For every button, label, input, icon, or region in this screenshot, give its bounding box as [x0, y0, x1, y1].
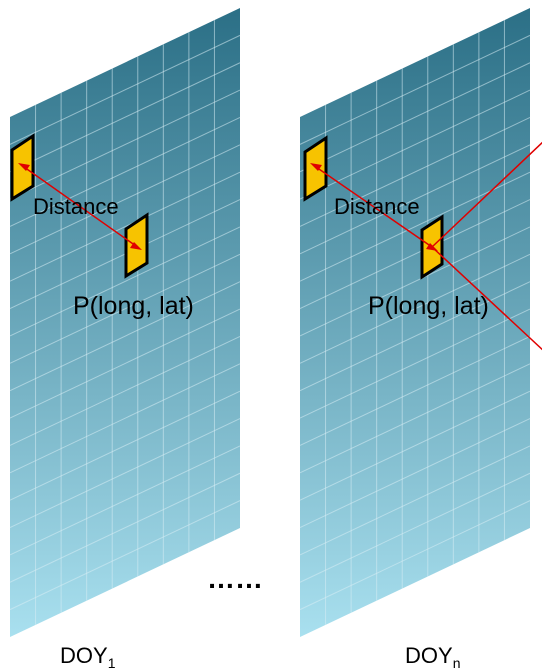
- arrow-head-start: [310, 163, 322, 171]
- grid-line-horizontal: [299, 500, 531, 611]
- grid-line-horizontal: [9, 62, 241, 173]
- grid-panel-doy1: Distance P(long, lat) DOY1: [9, 8, 241, 671]
- distance-label: Distance: [33, 194, 119, 219]
- grid-line-horizontal: [9, 335, 241, 446]
- arrow-head-end: [130, 242, 142, 250]
- doy-base: DOY: [60, 643, 108, 668]
- grid-line-horizontal: [9, 281, 241, 392]
- ray-line-upper: [431, 141, 542, 248]
- grid-line-horizontal: [9, 363, 241, 474]
- grid-line-horizontal: [9, 117, 241, 227]
- distance-label: Distance: [334, 194, 420, 219]
- arrow-head-start: [18, 163, 30, 171]
- grid-line-horizontal: [9, 472, 241, 583]
- grid-line-horizontal: [9, 308, 241, 419]
- grid-line-horizontal: [299, 89, 531, 200]
- grid-line-horizontal: [299, 199, 531, 310]
- grid-line-horizontal: [299, 335, 531, 446]
- ray-line-lower: [431, 246, 542, 351]
- grid-lines: [9, 20, 241, 625]
- grid-line-horizontal: [299, 34, 531, 145]
- grid-line-horizontal: [299, 472, 531, 583]
- grid-line-horizontal: [9, 226, 241, 337]
- doy-subscript: n: [453, 655, 461, 671]
- grid-line-horizontal: [9, 500, 241, 611]
- grid-line-horizontal: [9, 390, 241, 501]
- doy-base: DOY: [405, 643, 453, 668]
- grid-lines: [299, 20, 531, 625]
- grid-panel-doyn: Distance P(long, lat) DOYn: [299, 8, 542, 671]
- grid-line-horizontal: [299, 144, 531, 255]
- grid-line-horizontal: [299, 62, 531, 173]
- ellipsis: ……: [207, 563, 263, 594]
- grid-line-horizontal: [9, 89, 241, 200]
- grid-line-horizontal: [299, 445, 531, 556]
- doy-label: DOY1: [60, 643, 116, 671]
- grid-line-horizontal: [299, 390, 531, 501]
- grid-line-horizontal: [9, 445, 241, 556]
- grid-line-horizontal: [299, 253, 531, 364]
- grid-surface: [300, 8, 530, 637]
- grid-line-horizontal: [9, 253, 241, 364]
- grid-line-horizontal: [9, 171, 241, 282]
- grid-line-horizontal: [9, 144, 241, 255]
- doy-subscript: 1: [108, 655, 116, 671]
- distance-arrow: [23, 166, 137, 247]
- point-label: P(long, lat): [368, 292, 489, 320]
- point-label: P(long, lat): [73, 292, 194, 320]
- doy-label: DOYn: [405, 643, 460, 671]
- grid-line-horizontal: [299, 226, 531, 337]
- grid-line-horizontal: [9, 34, 241, 145]
- grid-line-horizontal: [9, 418, 241, 528]
- grid-line-horizontal: [299, 281, 531, 392]
- grid-line-horizontal: [299, 363, 531, 474]
- grid-line-horizontal: [299, 308, 531, 419]
- distance-arrow: [315, 166, 433, 248]
- grid-surface: [10, 8, 240, 637]
- grid-line-horizontal: [299, 418, 531, 528]
- grid-line-horizontal: [299, 117, 531, 227]
